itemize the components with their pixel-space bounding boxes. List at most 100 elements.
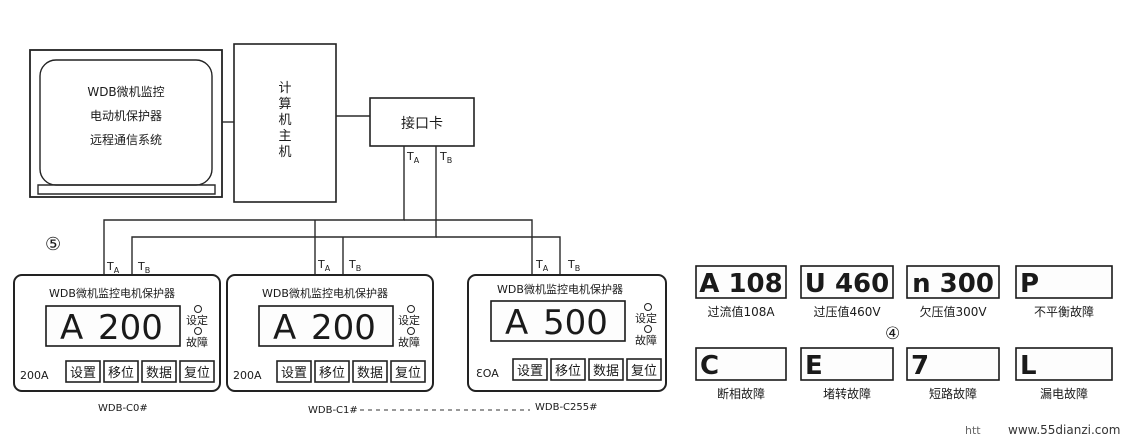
shift-button-label: 移位 <box>555 364 581 379</box>
display-mode: A <box>273 308 296 348</box>
fault-display-3 <box>906 265 1000 299</box>
bus-wiring <box>103 146 561 275</box>
rating-label: 200A <box>233 369 262 382</box>
data-button-label: 数据 <box>593 364 619 379</box>
led-fault <box>644 325 652 333</box>
led-set <box>644 303 652 311</box>
watermark: www.55dianzi.com <box>1008 423 1120 437</box>
shift-button[interactable] <box>314 360 350 383</box>
unit-title: WDB微机监控电机保护器 <box>49 286 175 300</box>
bus-terminal-labels: TA TB TA TB TA TB <box>106 258 580 275</box>
fault-display-6-caption: 堵转故障 <box>823 386 871 401</box>
card-tb-label: TB <box>439 150 452 165</box>
fault-display-5-caption: 断相故障 <box>717 386 765 401</box>
bus-drop-b-2 <box>436 236 561 275</box>
set-button[interactable] <box>65 360 101 383</box>
unit1-tb: TB <box>137 260 150 275</box>
protector-unit-1: WDB微机监控电机保护器 A 200 设定 故障 200A 设置 移位 数据 复… <box>13 274 221 414</box>
led-set <box>407 305 415 313</box>
set-button[interactable] <box>276 360 312 383</box>
fault-display-4-glyph: P <box>1020 269 1039 299</box>
fault-display-1 <box>695 265 787 299</box>
host-char-4: 主 <box>278 129 291 144</box>
unit-title: WDB微机监控电机保护器 <box>497 282 623 296</box>
monitor-base <box>37 184 216 195</box>
reset-button-label: 复位 <box>395 366 421 381</box>
display-mode: A <box>60 308 83 348</box>
fault-display-2 <box>800 265 894 299</box>
unit2-tb: TB <box>348 258 361 273</box>
shift-button-label: 移位 <box>108 366 134 381</box>
reset-button-label: 复位 <box>631 364 657 379</box>
shift-button[interactable] <box>550 358 586 381</box>
unit-display <box>45 305 181 347</box>
reset-button[interactable] <box>626 358 662 381</box>
unit2-ta: TA <box>317 258 331 273</box>
set-button-label: 设置 <box>517 364 543 379</box>
monitor-line-2: 电动机保护器 <box>90 109 162 123</box>
shift-button-label: 移位 <box>319 366 345 381</box>
display-value: 200 <box>311 308 376 348</box>
fault-display-5 <box>695 347 787 381</box>
host-box <box>233 43 337 203</box>
led-fault-label: 故障 <box>186 335 208 349</box>
reset-button[interactable] <box>179 360 215 383</box>
host-char-1: 计 <box>278 81 291 96</box>
display-mode: A <box>505 303 528 343</box>
reset-button[interactable] <box>390 360 426 383</box>
data-button[interactable] <box>352 360 388 383</box>
interface-card: 接口卡 TA TB <box>369 97 475 165</box>
monitor-line-1: WDB微机监控 <box>87 85 164 99</box>
led-fault-label: 故障 <box>635 333 657 347</box>
fault-display-3-glyph: n 300 <box>912 269 994 299</box>
bus-line-a <box>103 146 405 275</box>
host-char-5: 机 <box>278 145 291 160</box>
interface-card-box <box>369 97 475 147</box>
unit3-ta: TA <box>535 258 549 273</box>
monitor-line-3: 远程通信系统 <box>90 132 162 147</box>
fault-display-2-caption: 过压值460V <box>813 304 881 319</box>
unit-tag: WDB-C255# <box>535 402 598 413</box>
set-button-label: 设置 <box>70 366 96 381</box>
unit-title: WDB微机监控电机保护器 <box>262 286 388 300</box>
protector-unit-3: WDB微机监控电机保护器 A 500 设定 故障 ƐOA 设置 移位 数据 复位… <box>467 274 667 413</box>
display-value: 200 <box>98 308 163 348</box>
set-button-label: 设置 <box>281 366 307 381</box>
data-button[interactable] <box>141 360 177 383</box>
unit-tag: WDB-C0# <box>98 403 148 414</box>
bus-drop-a-2 <box>404 219 533 275</box>
data-button-label: 数据 <box>357 366 383 381</box>
led-fault-label: 故障 <box>398 335 420 349</box>
rating-label: 200A <box>20 369 49 382</box>
fault-display-7-caption: 短路故障 <box>929 386 977 401</box>
fault-display-1-glyph: A 108 <box>699 269 782 299</box>
reset-button-label: 复位 <box>184 366 210 381</box>
fault-display-7 <box>906 347 1000 381</box>
shift-button[interactable] <box>103 360 139 383</box>
bus-line-b <box>131 146 437 275</box>
card-ta-label: TA <box>406 150 420 165</box>
fault-display-6 <box>800 347 894 381</box>
fault-display-7-glyph: 7 <box>911 351 929 381</box>
led-fault <box>407 327 415 335</box>
fault-display-legend: A 108 过流值108A U 460 过压值460V n 300 欠压值300… <box>695 265 1113 401</box>
set-button[interactable] <box>512 358 548 381</box>
fault-display-6-glyph: E <box>805 351 823 381</box>
rating-label: ƐOA <box>476 367 499 380</box>
fault-display-2-glyph: U 460 <box>805 269 889 299</box>
fault-display-5-glyph: C <box>700 351 719 381</box>
data-button[interactable] <box>588 358 624 381</box>
fault-display-8-glyph: L <box>1020 351 1037 381</box>
led-set-label: 设定 <box>186 313 208 327</box>
led-set-label: 设定 <box>635 311 657 325</box>
unit-display <box>258 305 394 347</box>
fault-display-8 <box>1015 347 1113 381</box>
data-button-label: 数据 <box>146 366 172 381</box>
computer-host: 计 算 机 主 机 <box>233 43 337 203</box>
fault-display-4 <box>1015 265 1113 299</box>
computer-monitor: WDB微机监控 电动机保护器 远程通信系统 <box>29 49 223 198</box>
display-value: 500 <box>543 303 608 343</box>
unit-tag: WDB-C1# <box>308 405 358 416</box>
unit-display <box>490 300 626 342</box>
